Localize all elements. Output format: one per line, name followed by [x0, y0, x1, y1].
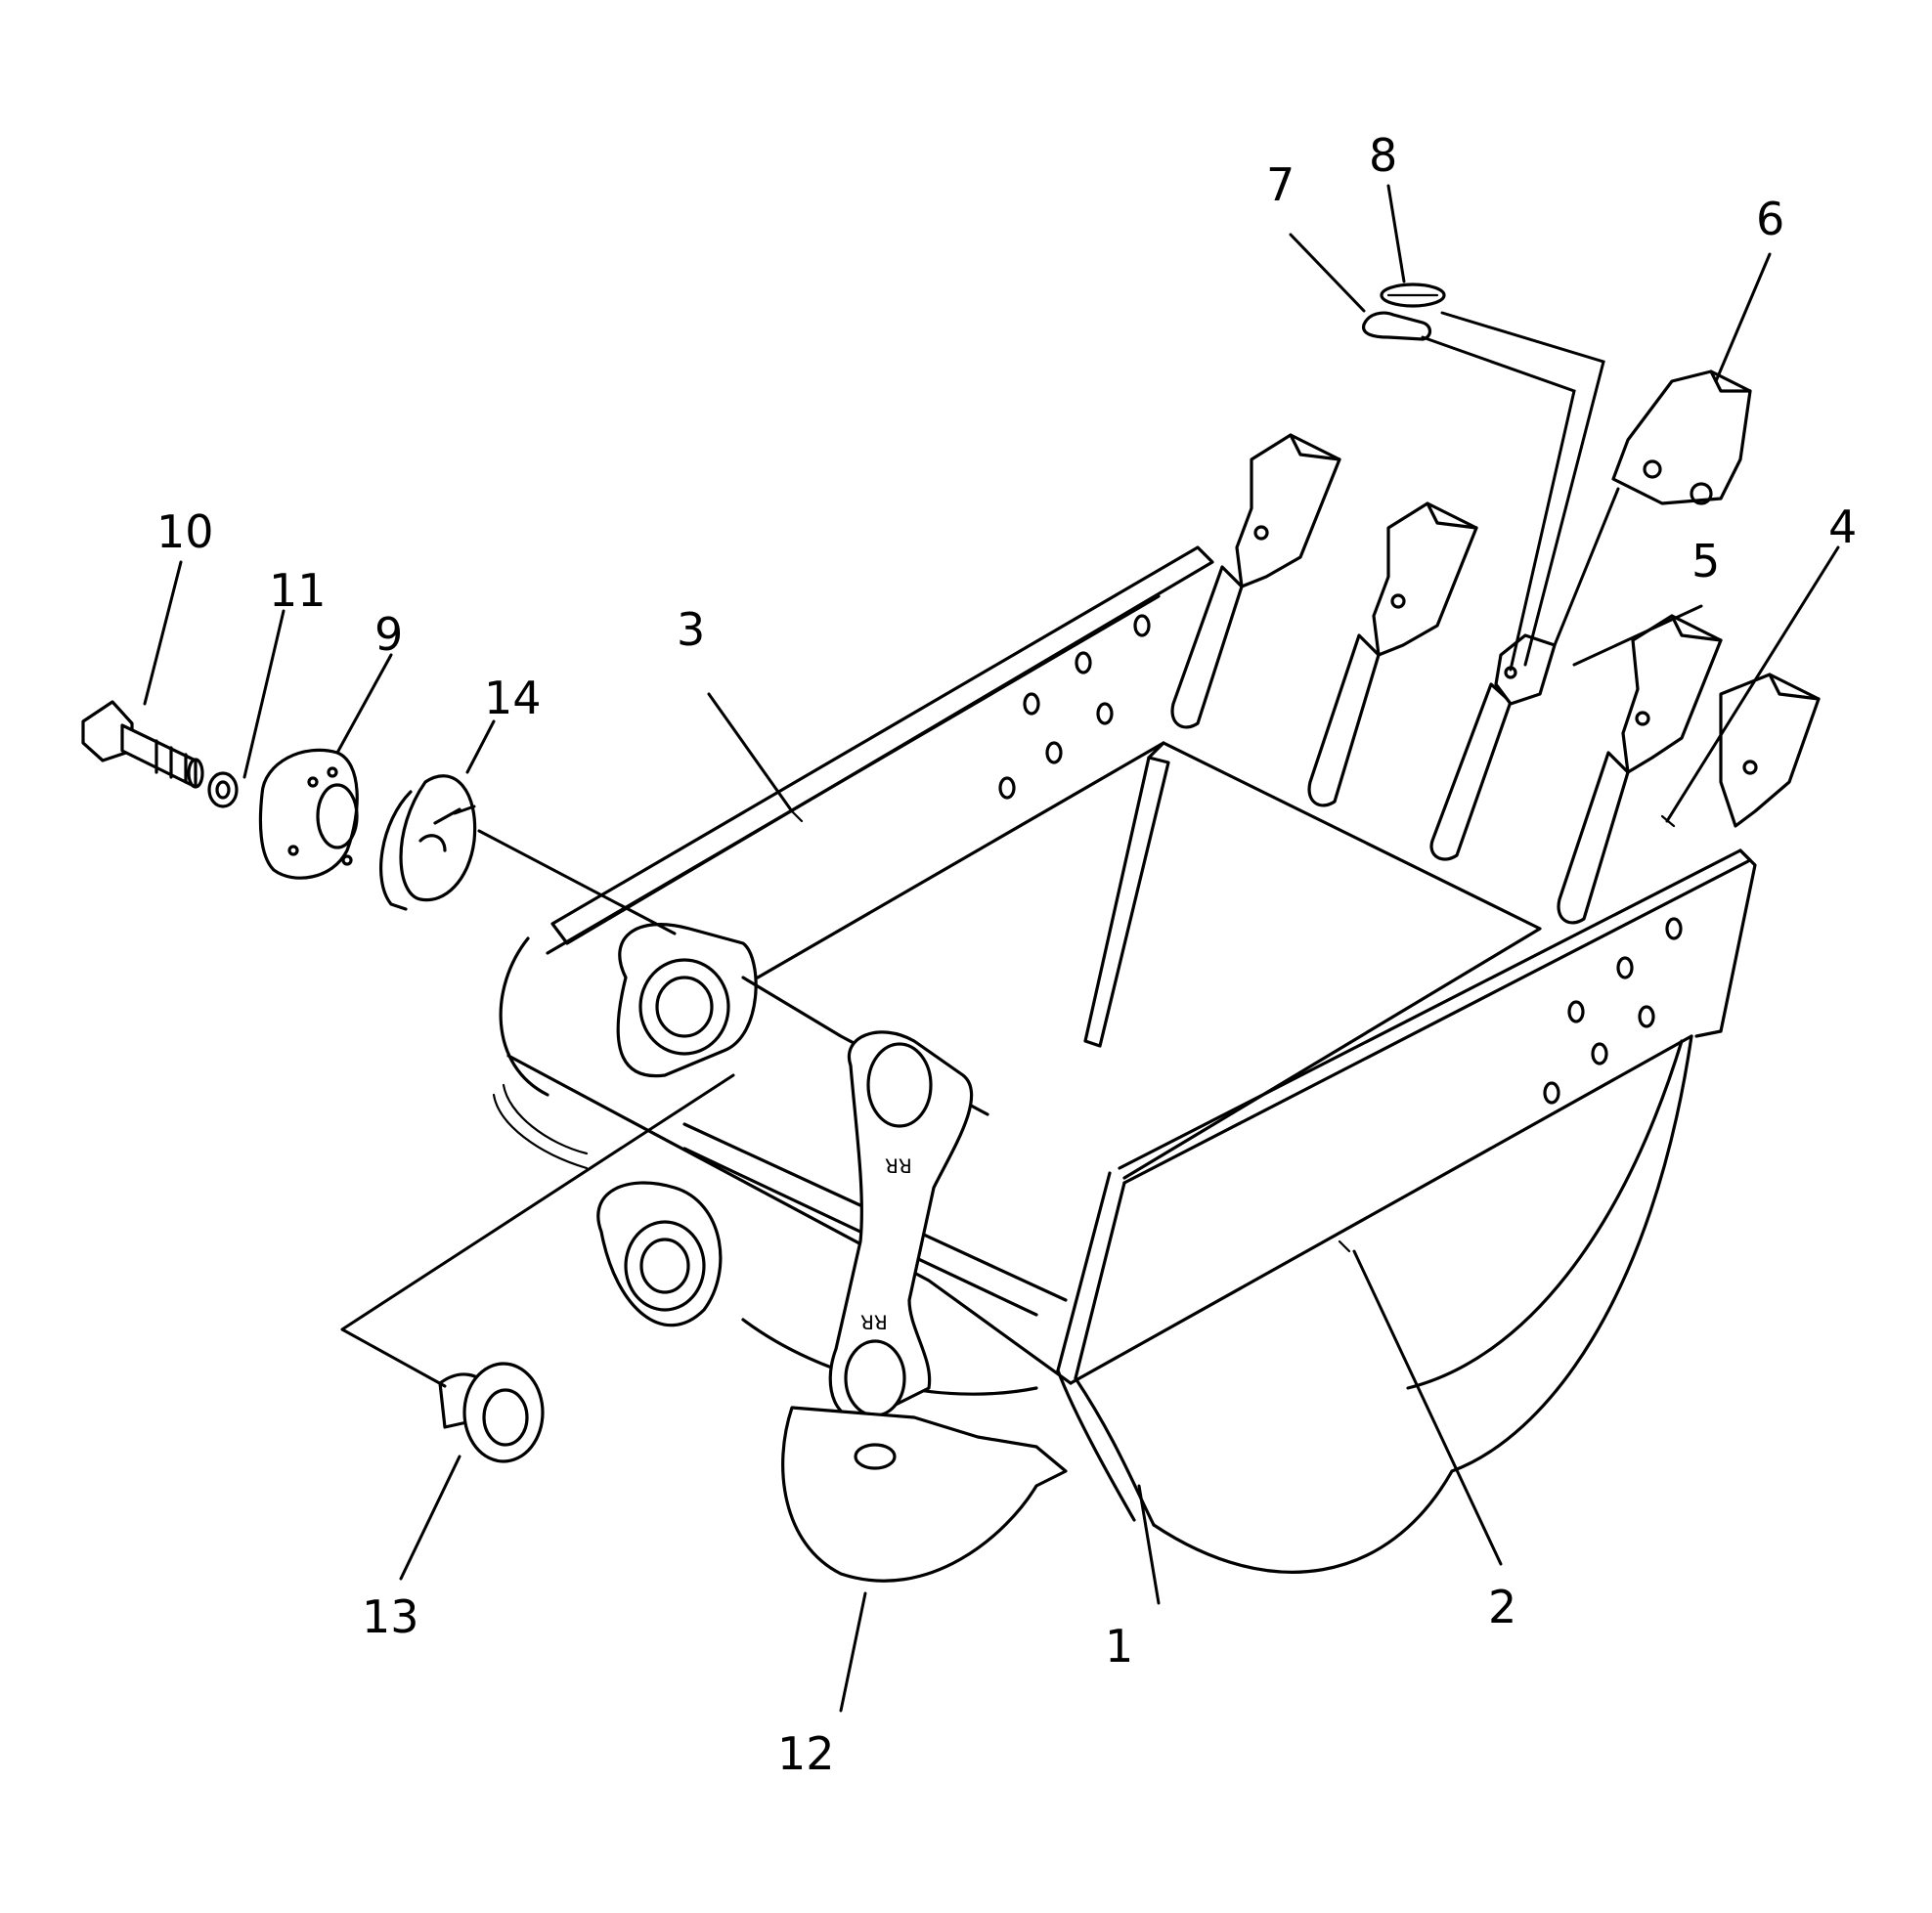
callout-2: 2	[1488, 1581, 1516, 1633]
bolt-10	[81, 700, 204, 789]
callout-12: 12	[777, 1727, 835, 1780]
callout-8: 8	[1369, 129, 1397, 182]
lower-rear-boss	[596, 1181, 723, 1327]
callout-13: 13	[362, 1590, 419, 1643]
bushing-13	[438, 1362, 545, 1463]
callout-11: 11	[269, 564, 327, 617]
lock-7	[1362, 311, 1432, 341]
callout-10: 10	[156, 505, 214, 558]
callout-4: 4	[1828, 500, 1857, 553]
rear-boss	[616, 923, 989, 1116]
hardware-stack	[81, 700, 735, 1463]
lower-ear	[781, 1406, 1068, 1583]
pin-8	[1380, 283, 1446, 308]
callout-5: 5	[1691, 535, 1720, 587]
tooth-4	[1557, 614, 1723, 925]
callout-leaders	[143, 184, 1840, 1713]
callout-labels: 1 2 3 4 5 6 7 8 9 10 11 12 13 14	[156, 129, 1857, 1780]
callout-7: 7	[1266, 158, 1295, 211]
svg-text:ꓤꓤ: ꓤꓤ	[860, 1311, 888, 1334]
svg-text:ꓤꓤ: ꓤꓤ	[885, 1154, 912, 1178]
tooth-point-6	[1611, 370, 1752, 505]
callout-9: 9	[374, 608, 403, 661]
bucket-linkage: ꓤꓤ ꓤꓤ	[596, 923, 1068, 1583]
washer-11	[207, 771, 239, 808]
link-plate: ꓤꓤ ꓤꓤ	[828, 1030, 974, 1421]
tooth-1	[1170, 433, 1341, 729]
bolt-holes-right	[1543, 917, 1683, 1105]
callout-1: 1	[1105, 1620, 1133, 1673]
callout-3: 3	[677, 603, 705, 656]
tooth-2	[1307, 501, 1478, 807]
plate-9	[258, 748, 359, 880]
tooth-5	[1719, 673, 1821, 828]
bucket-teeth	[1170, 283, 1821, 925]
callout-14: 14	[484, 672, 542, 724]
shim-14	[379, 774, 477, 911]
tooth-3-adapter	[1429, 633, 1557, 861]
callout-6: 6	[1756, 193, 1784, 245]
bolt-holes-rear	[998, 614, 1151, 800]
